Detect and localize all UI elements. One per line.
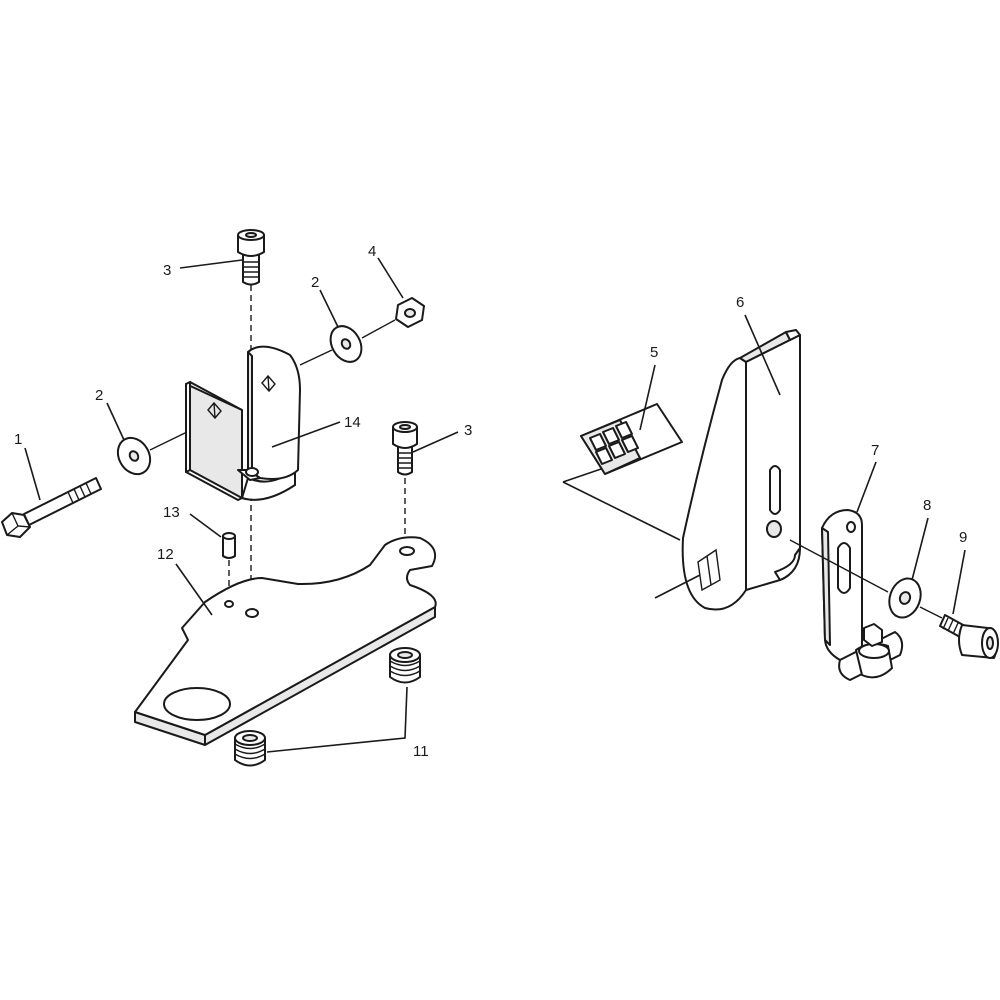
callout-3-upper: 3 (163, 262, 171, 279)
u-bracket (185, 345, 301, 501)
u-bracket-slot-right (261, 374, 276, 393)
axis-side-fastener (789, 539, 889, 593)
u-bracket-slot-left (207, 401, 222, 420)
hex-nut (395, 297, 425, 328)
l-bracket (821, 509, 904, 681)
vertical-bracket-hole (766, 520, 782, 538)
base-plate-large-hole (163, 687, 231, 721)
leader-4 (377, 257, 404, 299)
axis-nut-4 (299, 349, 333, 366)
callout-11: 11 (413, 743, 429, 760)
hex-bolt (1, 477, 102, 538)
leader-12 (175, 563, 213, 616)
leader-6 (744, 314, 781, 396)
cap-screw-upper (237, 229, 265, 286)
u-bracket-bottom-hole (245, 467, 259, 477)
leader-2-left (106, 402, 125, 441)
pin (222, 532, 236, 559)
callout-2-left: 2 (95, 387, 103, 404)
axis-washer-2-right (361, 319, 396, 339)
vertical-bracket-slot (769, 465, 781, 515)
leader-7 (856, 461, 877, 513)
axis-washer-8 (919, 606, 943, 619)
leader-2-right (319, 289, 339, 328)
base-plate-hole-pin (224, 600, 234, 608)
callout-9: 9 (959, 529, 967, 546)
callout-8: 8 (923, 497, 931, 514)
cap-screw-right (392, 421, 418, 476)
callout-6: 6 (736, 294, 744, 311)
washer-small (888, 577, 922, 619)
l-bracket-top-hole (846, 521, 856, 533)
leader-14 (271, 421, 341, 448)
vertical-bracket-square-mark (697, 548, 721, 592)
leader-9 (952, 549, 966, 615)
threaded-foot-left (234, 730, 266, 767)
leader-3-upper (179, 259, 243, 269)
base-plate-hole-center (245, 608, 259, 618)
leader-13 (189, 513, 222, 538)
leader-5 (639, 364, 656, 431)
callout-4: 4 (368, 243, 376, 260)
leader-3-right (412, 431, 459, 453)
base-plate (134, 536, 437, 746)
callout-12: 12 (157, 546, 174, 563)
leader-11 (266, 686, 408, 753)
leader-1 (24, 447, 41, 501)
callout-14: 14 (344, 414, 361, 431)
cap-screw-side (939, 614, 999, 659)
base-plate-hole-right (399, 546, 415, 556)
threaded-foot-right (389, 647, 421, 684)
washer-right (329, 325, 363, 363)
reflector-label (562, 403, 683, 541)
callout-3-right: 3 (464, 422, 472, 439)
callout-2-right: 2 (311, 274, 319, 291)
callout-7: 7 (871, 442, 879, 459)
callout-5: 5 (650, 344, 658, 361)
leader-5-lower (654, 574, 701, 599)
callout-1: 1 (14, 431, 22, 448)
callout-13: 13 (163, 504, 180, 521)
washer-left (116, 436, 152, 476)
leader-8 (911, 517, 929, 581)
vertical-bracket (681, 329, 801, 611)
